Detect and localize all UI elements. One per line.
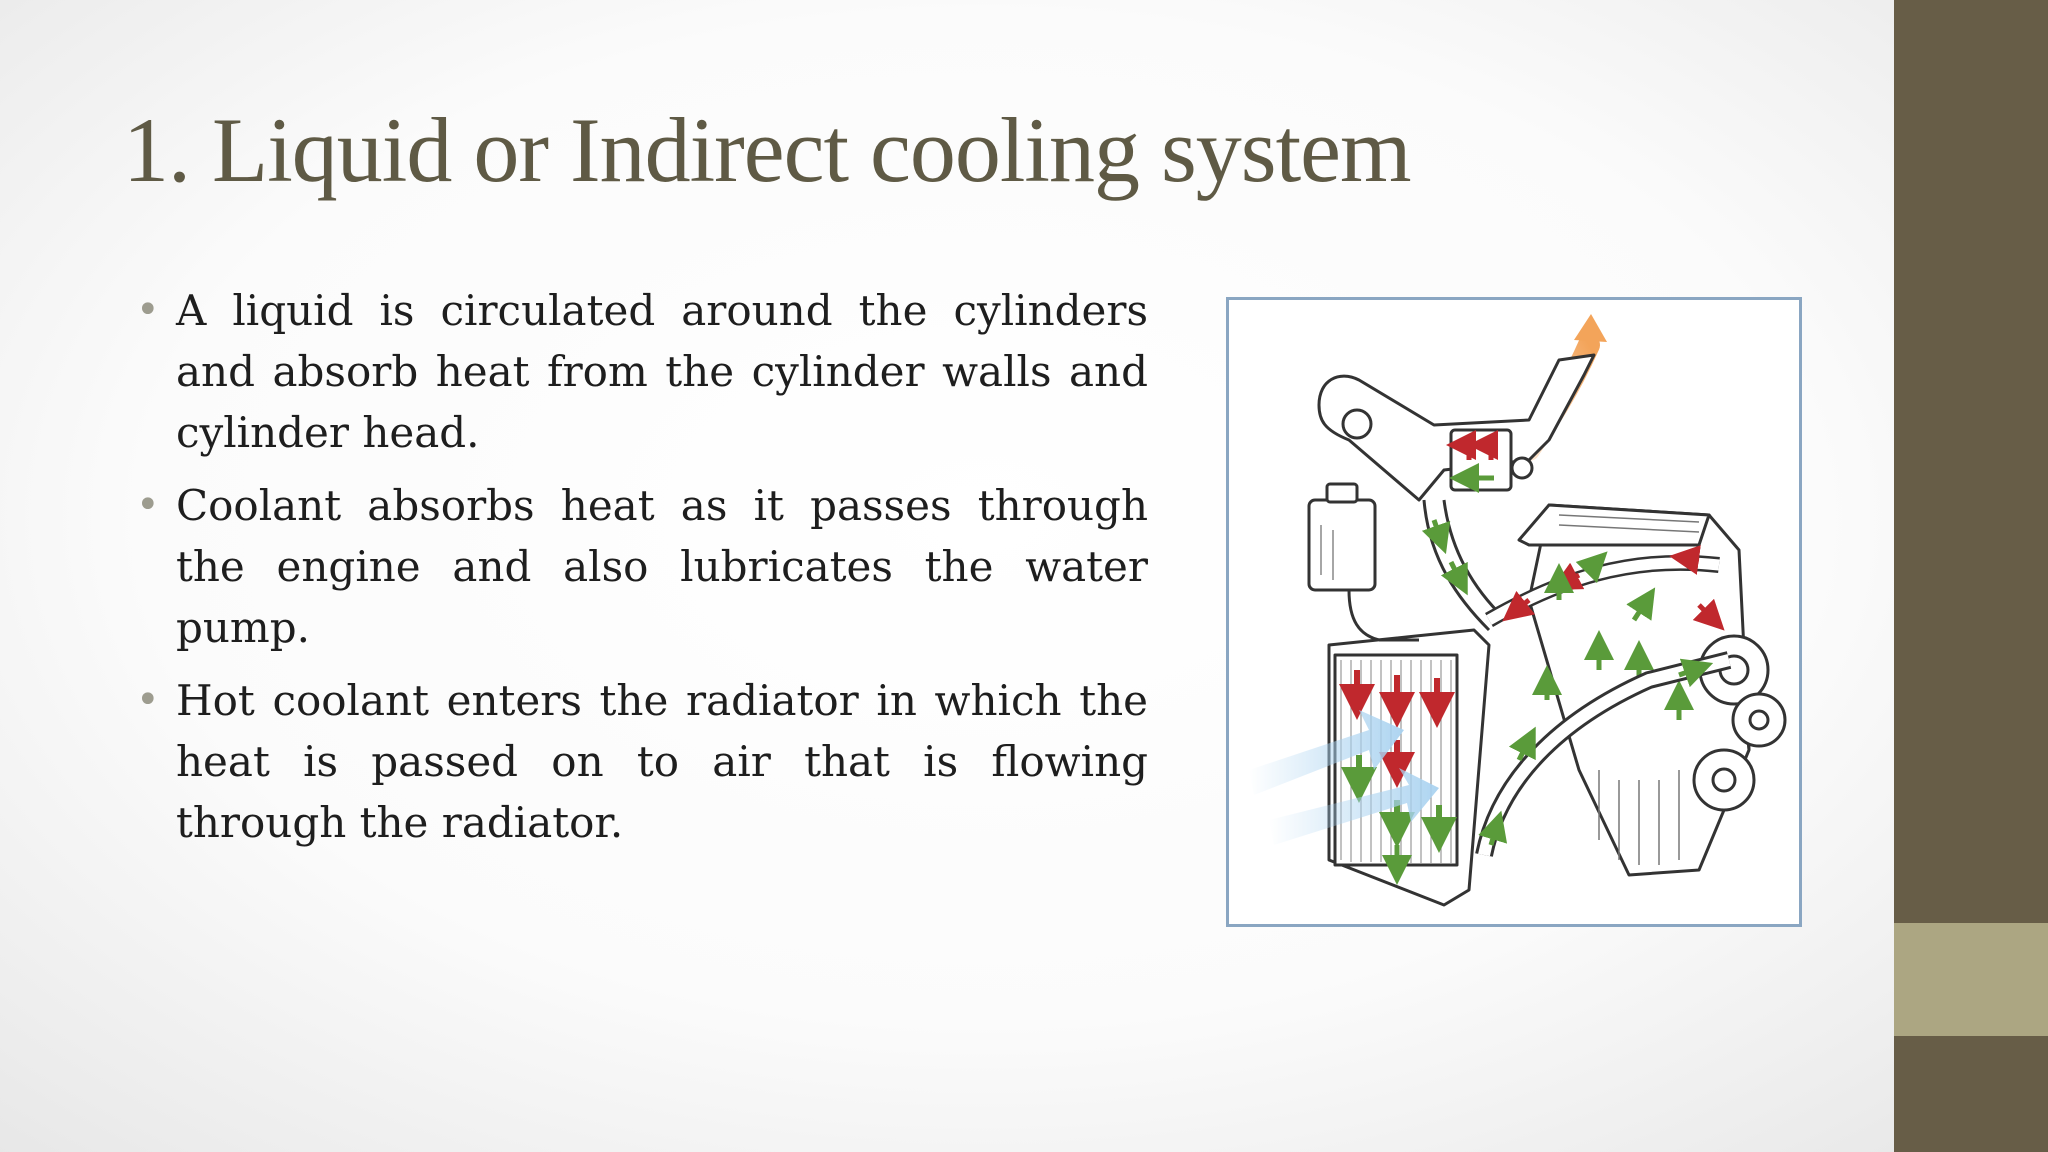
bullet-item: • Coolant absorbs heat as it passes thro… — [136, 475, 1148, 658]
bullet-item: • A liquid is circulated around the cyli… — [136, 280, 1148, 463]
bullet-list: • A liquid is circulated around the cyli… — [136, 280, 1148, 865]
bullet-text: Coolant absorbs heat as it passes throug… — [176, 481, 1148, 652]
engine-cooling-diagram-icon — [1249, 314, 1787, 907]
slide-title: 1. Liquid or Indirect cooling system — [123, 99, 1412, 201]
cooling-diagram-frame — [1226, 297, 1802, 927]
bullet-text: Hot coolant enters the radiator in which… — [176, 676, 1148, 847]
bullet-item: • Hot coolant enters the radiator in whi… — [136, 670, 1148, 853]
bullet-dot-icon: • — [136, 482, 160, 528]
bullet-text: A liquid is circulated around the cylind… — [176, 286, 1148, 457]
bullet-dot-icon: • — [136, 677, 160, 723]
sidebar-accent-decoration — [1894, 923, 2048, 1036]
bullet-dot-icon: • — [136, 287, 160, 333]
